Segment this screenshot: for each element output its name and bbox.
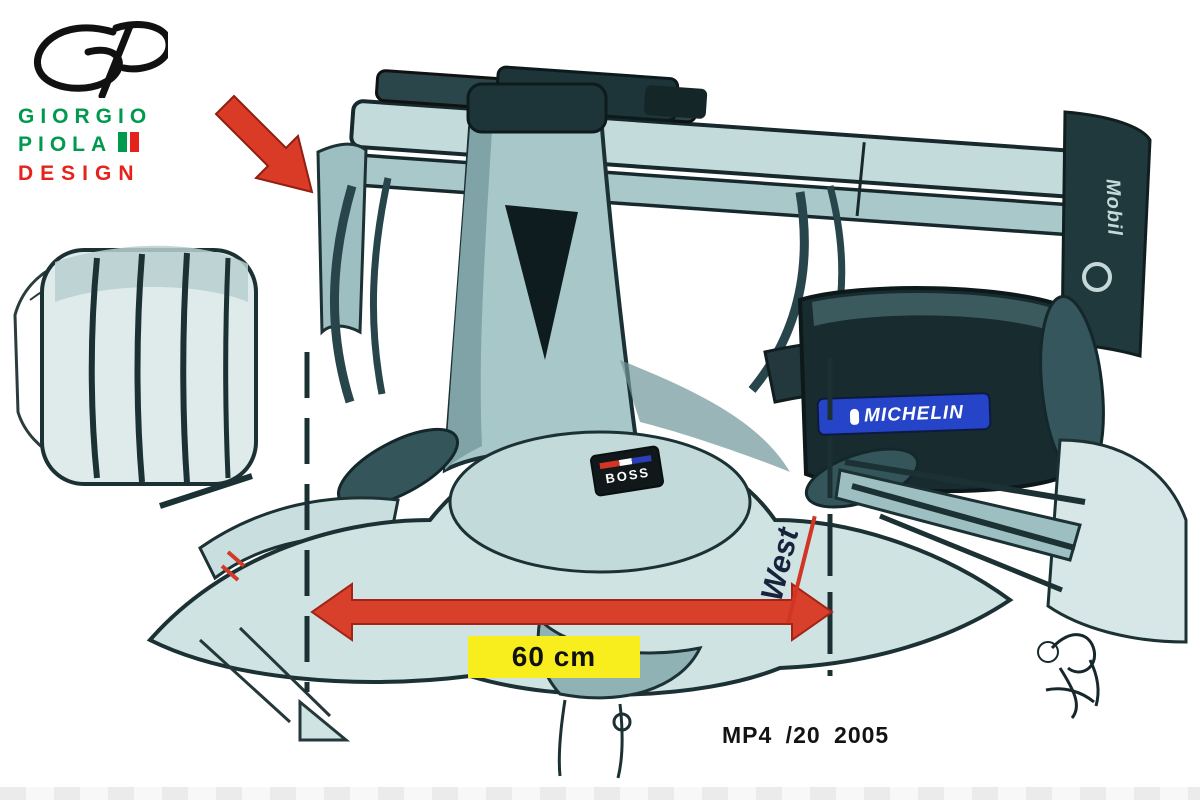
airbox: [442, 82, 643, 474]
dimension-arrow-icon: [310, 582, 834, 642]
logo-line-design: DESIGN: [18, 161, 141, 185]
right-bodywork: [1046, 438, 1188, 644]
right-rear-tyre: [797, 286, 1071, 494]
logo-line-giorgio: GIORGIO: [18, 105, 153, 128]
left-rear-tyre: [40, 245, 258, 486]
dimension-label: 60 cm: [468, 636, 640, 678]
car-caption: MP4 /20 2005: [722, 722, 890, 748]
left-winglets: [198, 427, 460, 581]
michelin-man-icon: [849, 408, 860, 425]
red-detail-marks: [220, 550, 246, 582]
italian-flag-icon: [118, 132, 142, 159]
callout-arrow-icon: [214, 94, 314, 194]
michelin-band: [816, 392, 992, 436]
mobil-logo: Mobil: [1101, 178, 1126, 237]
michelin-logo: MICHELIN: [827, 396, 986, 433]
rear-suspension: [159, 459, 1086, 593]
mobil-ring-icon: [1082, 262, 1112, 292]
artist-signature: [1037, 633, 1100, 719]
gp-monogram-icon: [34, 21, 173, 100]
airbox-inlet: [505, 205, 578, 360]
scan-artifact-strip: [0, 787, 1200, 800]
giorgio-piola-logo: GIORGIO PIOLA DESIGN: [18, 12, 208, 188]
logo-line-piola-row: PIOLA: [18, 131, 208, 159]
logo-line-piola: PIOLA: [18, 133, 113, 157]
